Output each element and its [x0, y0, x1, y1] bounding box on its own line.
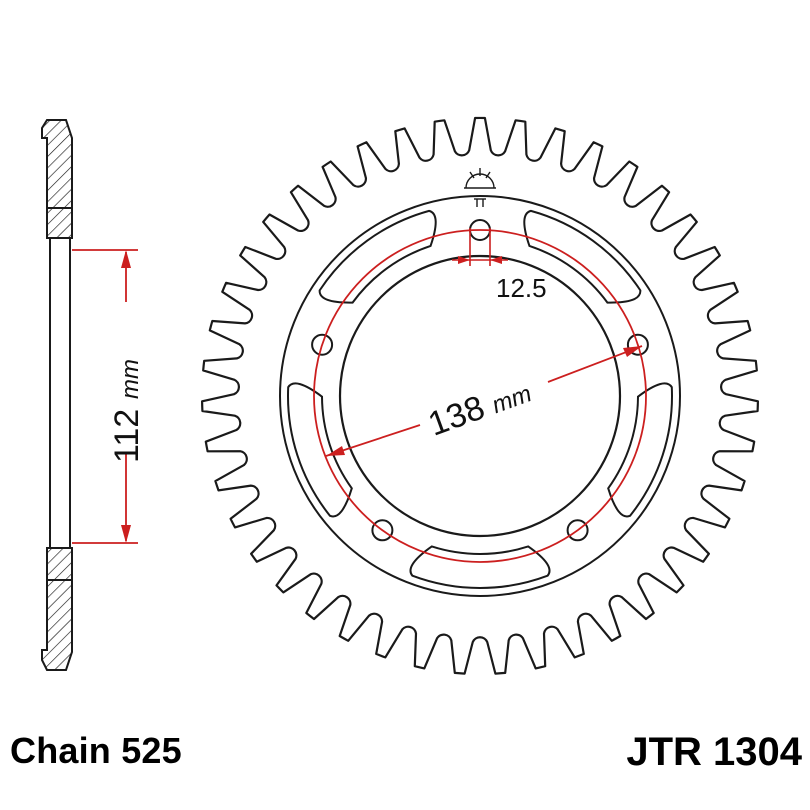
dimension-12-5-value: 12.5 [496, 273, 547, 303]
bolt-circle-line [313, 229, 647, 563]
side-profile-bottom-hub [41, 547, 73, 671]
side-profile-top-hub [41, 119, 73, 239]
chain-size-label: Chain 525 [10, 730, 182, 771]
sprocket-inner-rim [279, 195, 681, 597]
side-profile-view: 112 mm [41, 119, 146, 671]
side-profile-web [49, 237, 71, 549]
dimension-12-5: 12.5 [452, 228, 547, 303]
center-bore [338, 254, 622, 538]
sprocket-front-view: 138 mm 12.5 [201, 116, 759, 675]
timing-mark-icon [464, 168, 496, 207]
dimension-112-unit: mm [117, 359, 144, 399]
dimension-112: 112 mm [72, 249, 146, 544]
dimension-112-value: 112 [108, 409, 146, 463]
part-number-label: JTR 1304 [626, 730, 802, 774]
